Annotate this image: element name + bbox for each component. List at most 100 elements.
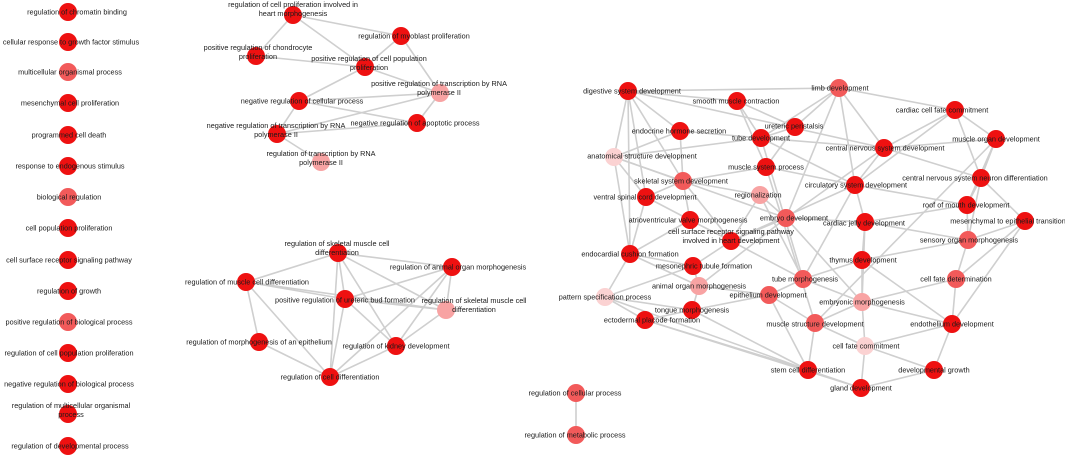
node-circle[interactable] xyxy=(356,58,374,76)
node-circle[interactable] xyxy=(760,286,778,304)
node-circle[interactable] xyxy=(59,282,77,300)
node-circle[interactable] xyxy=(59,157,77,175)
node-n12[interactable]: regulation of cell population proliferat… xyxy=(5,344,134,362)
node-n2[interactable]: cellular response to growth factor stimu… xyxy=(3,33,140,51)
node-b35[interactable]: muscle structure development xyxy=(766,314,864,332)
node-circle[interactable] xyxy=(671,122,689,140)
node-n4[interactable]: mesenchymal cell proliferation xyxy=(21,94,119,112)
node-circle[interactable] xyxy=(431,84,449,102)
node-n1[interactable]: regulation of chromatin binding xyxy=(27,3,127,21)
node-n8[interactable]: cell population proliferation xyxy=(26,219,113,237)
node-circle[interactable] xyxy=(59,344,77,362)
node-circle[interactable] xyxy=(786,118,804,136)
node-d6[interactable]: regulation of morphogenesis of an epithe… xyxy=(186,333,332,351)
node-b23[interactable]: sensory organ morphogenesis xyxy=(920,231,1019,249)
node-circle[interactable] xyxy=(59,313,77,331)
node-circle[interactable] xyxy=(683,301,701,319)
node-c8[interactable]: negative regulation of transcription by … xyxy=(207,121,346,143)
node-b32[interactable]: embryonic morphogenesis xyxy=(819,293,905,311)
node-circle[interactable] xyxy=(943,315,961,333)
node-c3[interactable]: positive regulation of chondrocyteprolif… xyxy=(204,43,313,65)
node-d1[interactable]: regulation of skeletal muscle celldiffer… xyxy=(284,239,390,262)
node-circle[interactable] xyxy=(59,219,77,237)
node-n14[interactable]: regulation of multicellular organismalpr… xyxy=(12,401,131,423)
node-b24[interactable]: endocardial cushion formation xyxy=(581,245,679,263)
node-d2[interactable]: regulation of animal organ morphogenesis xyxy=(390,258,527,276)
node-d7[interactable]: regulation of kidney development xyxy=(342,337,450,355)
node-circle[interactable] xyxy=(752,129,770,147)
node-circle[interactable] xyxy=(987,130,1005,148)
node-circle[interactable] xyxy=(59,126,77,144)
node-e2[interactable]: regulation of metabolic process xyxy=(525,426,626,444)
node-n7[interactable]: biological regulation xyxy=(37,188,102,206)
node-b12[interactable]: skeletal system development xyxy=(634,172,728,190)
node-b16[interactable]: ventral spinal cord development xyxy=(593,188,697,206)
node-circle[interactable] xyxy=(321,368,339,386)
node-b3[interactable]: smooth muscle contraction xyxy=(693,92,780,110)
node-b8[interactable]: muscle organ development xyxy=(952,130,1040,148)
node-b33[interactable]: tongue morphogenesis xyxy=(655,301,730,319)
node-b13[interactable]: circulatory system development xyxy=(805,176,907,194)
node-b15[interactable]: regionalization xyxy=(734,186,782,204)
node-circle[interactable] xyxy=(925,361,943,379)
node-circle[interactable] xyxy=(728,92,746,110)
node-circle[interactable] xyxy=(443,258,461,276)
node-b18[interactable]: embryo development xyxy=(760,209,828,227)
node-circle[interactable] xyxy=(290,92,308,110)
node-circle[interactable] xyxy=(681,211,699,229)
node-circle[interactable] xyxy=(946,101,964,119)
node-circle[interactable] xyxy=(853,251,871,269)
node-circle[interactable] xyxy=(972,169,990,187)
node-b37[interactable]: cell fate commitment xyxy=(833,337,900,355)
node-circle[interactable] xyxy=(958,196,976,214)
node-b29[interactable]: animal organ morphogenesis xyxy=(652,277,746,295)
node-c1[interactable]: regulation of cell proliferation involve… xyxy=(228,0,358,24)
node-n6[interactable]: response to endogenous stimulus xyxy=(15,157,125,175)
node-b11[interactable]: muscle system process xyxy=(728,158,804,176)
node-circle[interactable] xyxy=(387,337,405,355)
node-circle[interactable] xyxy=(830,79,848,97)
node-circle[interactable] xyxy=(794,270,812,288)
node-b10[interactable]: central nervous system development xyxy=(826,139,945,157)
node-c2[interactable]: regulation of myoblast proliferation xyxy=(358,27,470,45)
node-circle[interactable] xyxy=(59,3,77,21)
node-circle[interactable] xyxy=(621,245,639,263)
node-n11[interactable]: positive regulation of biological proces… xyxy=(6,313,133,331)
node-n5[interactable]: programmed cell death xyxy=(32,126,107,144)
node-circle[interactable] xyxy=(312,153,330,171)
node-circle[interactable] xyxy=(336,290,354,308)
node-d5[interactable]: regulation of skeletal muscle celldiffer… xyxy=(421,296,527,319)
node-e1[interactable]: regulation of cellular process xyxy=(529,384,622,402)
node-circle[interactable] xyxy=(596,288,614,306)
node-circle[interactable] xyxy=(722,232,740,250)
node-b31[interactable]: epithelium development xyxy=(729,286,807,304)
node-b27[interactable]: tube morphogenesis xyxy=(772,270,838,288)
node-circle[interactable] xyxy=(674,172,692,190)
node-circle[interactable] xyxy=(856,337,874,355)
node-circle[interactable] xyxy=(329,244,347,262)
node-b7[interactable]: tube development xyxy=(732,129,790,147)
node-circle[interactable] xyxy=(567,384,585,402)
node-circle[interactable] xyxy=(875,139,893,157)
node-b30[interactable]: pattern specification process xyxy=(559,288,652,306)
node-circle[interactable] xyxy=(852,379,870,397)
node-circle[interactable] xyxy=(605,148,623,166)
node-b26[interactable]: mesonephric tubule formation xyxy=(656,257,752,275)
node-circle[interactable] xyxy=(59,437,77,455)
node-circle[interactable] xyxy=(806,314,824,332)
node-n3[interactable]: multicellular organismal process xyxy=(18,63,122,81)
node-b14[interactable]: central nervous system neuron differenti… xyxy=(902,169,1048,187)
node-b34[interactable]: ectodermal placode formation xyxy=(604,311,700,329)
node-c6[interactable]: negative regulation of cellular process xyxy=(241,92,364,110)
node-circle[interactable] xyxy=(59,63,77,81)
node-b19[interactable]: atrioventricular valve morphogenesis xyxy=(629,211,748,229)
node-circle[interactable] xyxy=(567,426,585,444)
node-circle[interactable] xyxy=(392,27,410,45)
node-circle[interactable] xyxy=(59,33,77,51)
node-b39[interactable]: developmental growth xyxy=(898,361,970,379)
node-b21[interactable]: mesenchymal to epithelial transition xyxy=(950,212,1065,230)
node-b25[interactable]: thymus development xyxy=(829,251,897,269)
node-circle[interactable] xyxy=(853,293,871,311)
node-circle[interactable] xyxy=(947,270,965,288)
node-circle[interactable] xyxy=(59,94,77,112)
